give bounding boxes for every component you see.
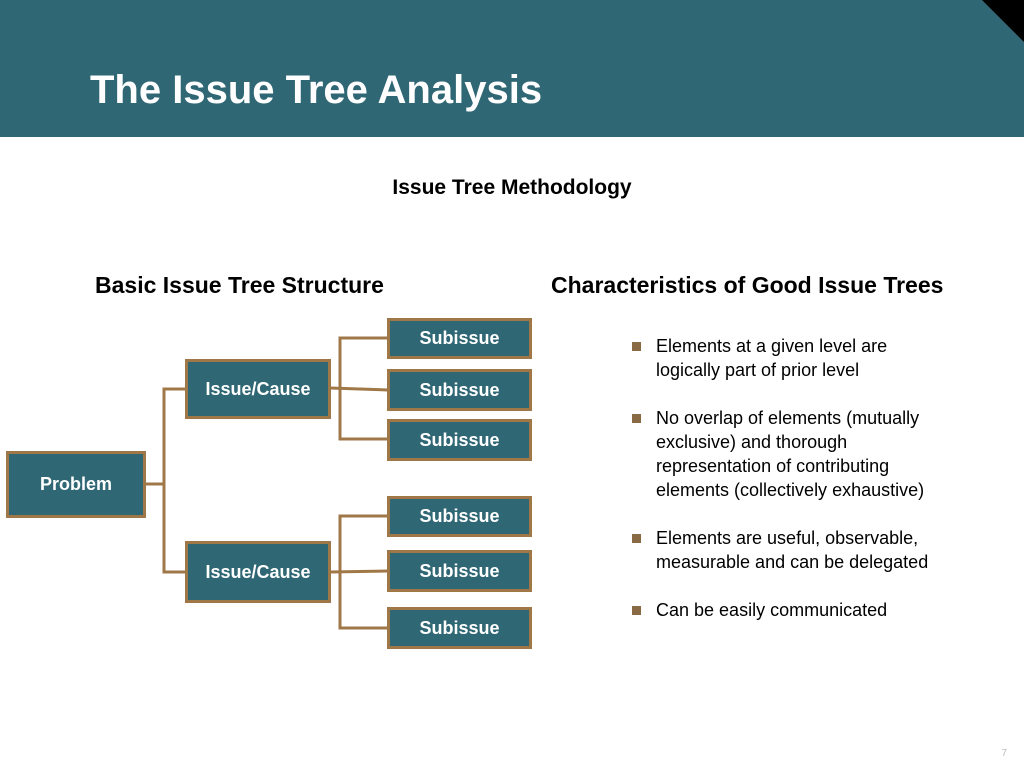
subissue-node: Subissue [387, 550, 532, 592]
subissue-node-label: Subissue [419, 328, 500, 348]
list-item-text: Can be easily communicated [656, 600, 888, 620]
square-bullet-icon [632, 342, 641, 351]
subissue-node-label: Subissue [419, 560, 500, 581]
list-item: No overlap of elements (mutually exclusi… [632, 406, 932, 502]
subissue-node: Subissue [387, 607, 532, 649]
problem-node: Problem [6, 451, 146, 518]
list-item-text: Elements at a given level are logically … [656, 336, 888, 380]
connector-problem-issues [162, 387, 185, 574]
connector-issue2-stem [329, 569, 389, 574]
subissue-node-label: Subissue [419, 379, 500, 400]
subissue-node: Subissue [387, 369, 532, 411]
subissue-node: Subissue [387, 318, 532, 359]
list-item-text: Elements are useful, observable, measura… [656, 528, 929, 572]
square-bullet-icon [632, 606, 641, 615]
title-banner: The Issue Tree Analysis [0, 0, 1024, 137]
subissue-node: Subissue [387, 496, 532, 537]
issue-node-label: Issue/Cause [205, 378, 311, 399]
problem-node-label: Problem [39, 474, 113, 494]
page-number: 7 [1001, 748, 1007, 759]
list-item: Can be easily communicated [632, 598, 932, 622]
square-bullet-icon [632, 534, 641, 543]
issue-node: Issue/Cause [185, 359, 331, 419]
left-column-heading: Basic Issue Tree Structure [95, 272, 384, 298]
right-column-heading: Characteristics of Good Issue Trees [551, 272, 944, 298]
characteristics-list: Elements at a given level are logically … [632, 334, 932, 646]
subissue-node: Subissue [387, 419, 532, 461]
corner-triangle [982, 0, 1024, 42]
list-item: Elements are useful, observable, measura… [632, 526, 932, 574]
subissue-node-label: Subissue [419, 429, 500, 450]
list-item-text: No overlap of elements (mutually exclusi… [656, 408, 925, 500]
issue-node-label: Issue/Cause [205, 561, 311, 582]
issue-node: Issue/Cause [185, 541, 331, 603]
square-bullet-icon [632, 414, 641, 423]
subissue-node-label: Subissue [419, 506, 500, 526]
connector-issue1-stem [329, 386, 389, 392]
list-item: Elements at a given level are logically … [632, 334, 932, 382]
subissue-node-label: Subissue [419, 617, 500, 638]
section-subtitle: Issue Tree Methodology [392, 176, 632, 199]
page-title: The Issue Tree Analysis [90, 68, 543, 112]
